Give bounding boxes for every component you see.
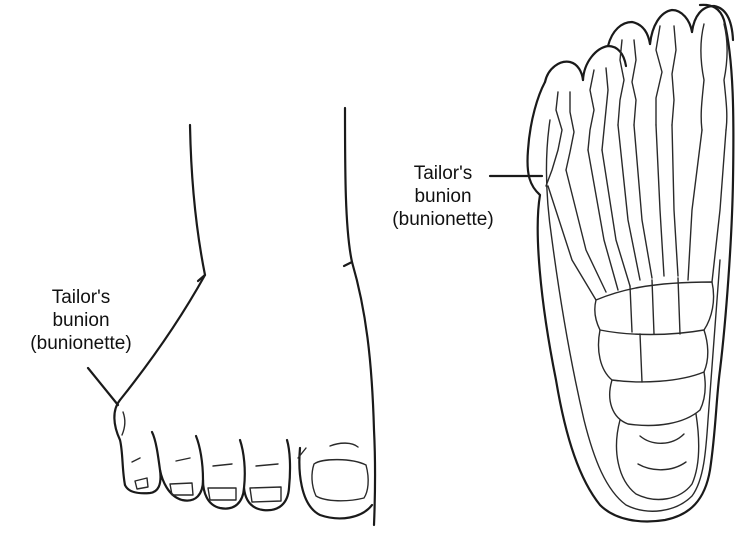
metatarsal-1 bbox=[688, 130, 702, 280]
toe-4-nail bbox=[170, 483, 193, 495]
left-callout-line1: Tailor's bbox=[6, 286, 156, 309]
left-callout-leader bbox=[88, 368, 118, 405]
xray-toe-4 bbox=[583, 46, 626, 80]
metatarsal-4b bbox=[602, 150, 630, 286]
left-foot-toes bbox=[125, 432, 372, 518]
leg-left-contour bbox=[120, 125, 205, 400]
toe-5 bbox=[125, 432, 161, 493]
phalanx-5b bbox=[566, 92, 574, 170]
phalanx-3b bbox=[632, 40, 636, 125]
toe-5-nail bbox=[135, 478, 148, 489]
toe-4-crease bbox=[176, 458, 190, 461]
phalanx-2 bbox=[656, 26, 662, 125]
left-callout-label: Tailor's bunion (bunionette) bbox=[6, 286, 156, 355]
toe-5-crease bbox=[132, 458, 140, 462]
midfoot-divider bbox=[640, 334, 642, 382]
left-callout-line2: bunion bbox=[6, 309, 156, 332]
toe-1 bbox=[299, 448, 372, 518]
calcaneus bbox=[617, 414, 699, 499]
heel-tick bbox=[344, 262, 352, 266]
toe-2-crease bbox=[256, 464, 278, 466]
phalanx-1b bbox=[724, 24, 727, 130]
calcaneus-detail bbox=[638, 434, 686, 470]
xray-toe-5 bbox=[545, 62, 583, 82]
phalanx-1 bbox=[701, 24, 704, 130]
metatarsal-5b bbox=[566, 170, 606, 292]
right-callout-label: Tailor's bunion (bunionette) bbox=[372, 162, 514, 231]
phalanx-2b bbox=[672, 26, 676, 125]
phalanx-4b bbox=[602, 68, 608, 150]
left-callout-line3: (bunionette) bbox=[6, 332, 156, 355]
right-callout-line1: Tailor's bbox=[372, 162, 514, 185]
phalanx-4 bbox=[588, 70, 594, 150]
metatarsal-3b bbox=[634, 125, 652, 278]
metatarsal-5 bbox=[548, 186, 596, 300]
toe-2-nail bbox=[250, 487, 281, 502]
metatarsal-2 bbox=[656, 125, 664, 276]
metatarsal-2b bbox=[672, 125, 678, 276]
xray-toe-3 bbox=[608, 22, 650, 46]
phalanx-3 bbox=[618, 40, 624, 125]
right-callout-line2: bunion bbox=[372, 185, 514, 208]
bunionette-crease bbox=[122, 412, 125, 435]
foot-outer-contour bbox=[528, 5, 734, 522]
toe-3-crease bbox=[213, 464, 232, 466]
xray-toe-2 bbox=[650, 10, 692, 44]
right-foot-bones bbox=[546, 24, 727, 499]
talus bbox=[610, 372, 705, 425]
right-callout-line3: (bunionette) bbox=[372, 208, 514, 231]
metatarsal-1b bbox=[712, 130, 726, 282]
toe-1-crease bbox=[330, 443, 358, 447]
toe-1-nail bbox=[312, 460, 368, 501]
toe-2 bbox=[244, 440, 290, 510]
cuboid-navicular bbox=[599, 330, 708, 382]
cuneiform-divisions bbox=[630, 278, 680, 334]
toe-3-nail bbox=[208, 488, 236, 500]
toe-4 bbox=[160, 436, 203, 501]
right-foot-outline bbox=[528, 5, 734, 522]
